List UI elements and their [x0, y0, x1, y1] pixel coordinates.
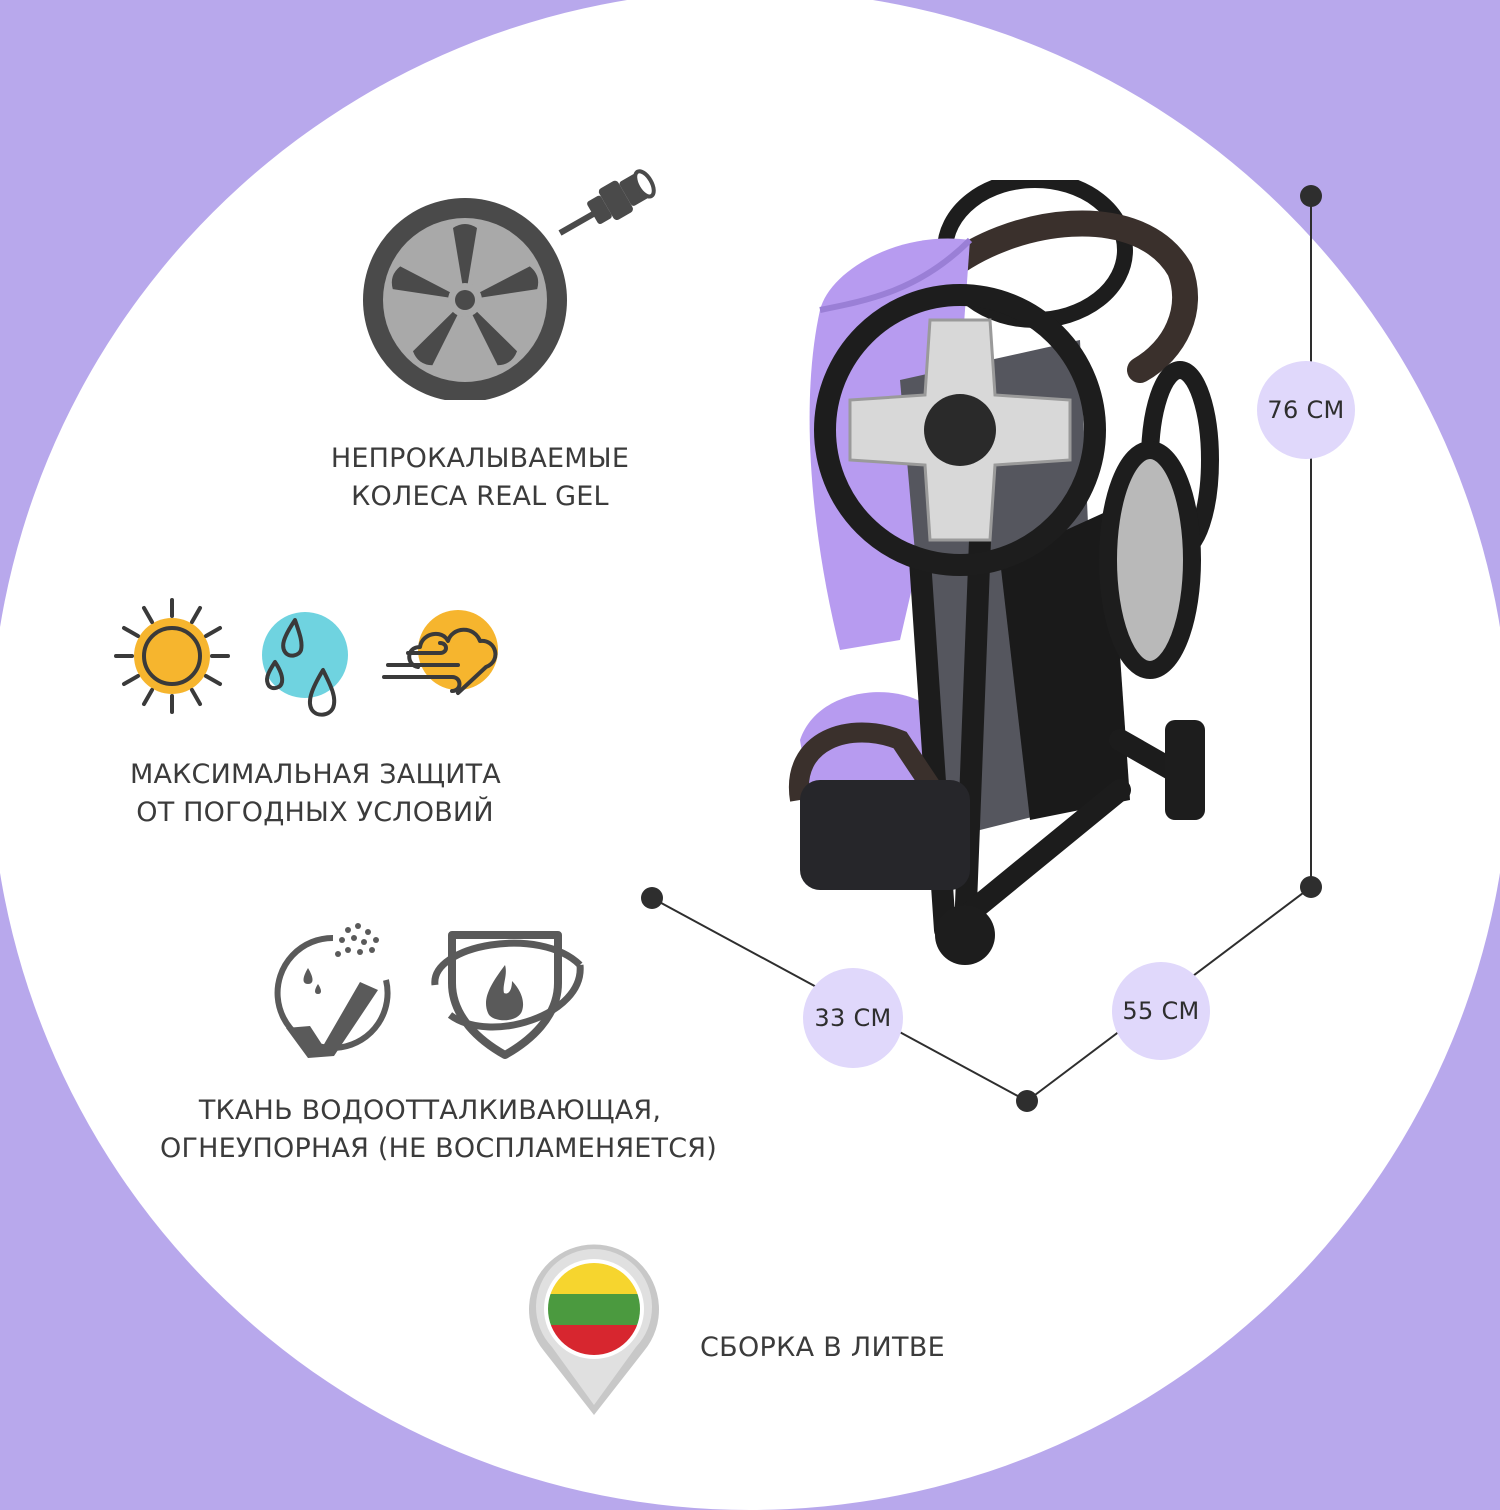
sun-icon [114, 598, 230, 714]
wind-cloud-icon [382, 610, 498, 695]
rain-drops-icon [262, 612, 348, 717]
fabric-caption: ТКАНЬ ВОДООТТАЛКИВАЮЩАЯ, ОГНЕУПОРНАЯ (НЕ… [160, 1092, 717, 1168]
weather-caption-line2: ОТ ПОГОДНЫХ УСЛОВИЙ [136, 797, 494, 828]
origin-label: СБОРКА В ЛИТВЕ [700, 1332, 946, 1363]
folded-stroller-image [788, 180, 1219, 965]
fabric-caption-line2: ОГНЕУПОРНАЯ (НЕ ВОСПЛАМЕНЯЕТСЯ) [160, 1133, 717, 1164]
fire-shield-icon [431, 931, 584, 1059]
wheels-caption-line1: НЕПРОКАЛЫВАЕМЫЕ [330, 443, 630, 474]
wheels-caption-line2: КОЛЕСА REAL GEL [351, 481, 609, 512]
height-dimension-badge: 76 СМ [1257, 361, 1355, 459]
lithuania-flag-pin-icon [529, 1244, 659, 1415]
water-repellent-icon [274, 923, 391, 1058]
weather-caption-line1: МАКСИМАЛЬНАЯ ЗАЩИТА [130, 759, 501, 790]
width-dimension-badge: 55 СМ [1112, 962, 1210, 1060]
fabric-caption-line1: ТКАНЬ ВОДООТТАЛКИВАЮЩАЯ, [198, 1095, 662, 1126]
wheel-icon [363, 169, 656, 400]
weather-caption: МАКСИМАЛЬНАЯ ЗАЩИТА ОТ ПОГОДНЫХ УСЛОВИЙ [130, 756, 501, 832]
wheels-caption: НЕПРОКАЛЫВАЕМЫЕ КОЛЕСА REAL GEL [300, 440, 660, 516]
depth-dimension-badge: 33 СМ [803, 968, 903, 1068]
